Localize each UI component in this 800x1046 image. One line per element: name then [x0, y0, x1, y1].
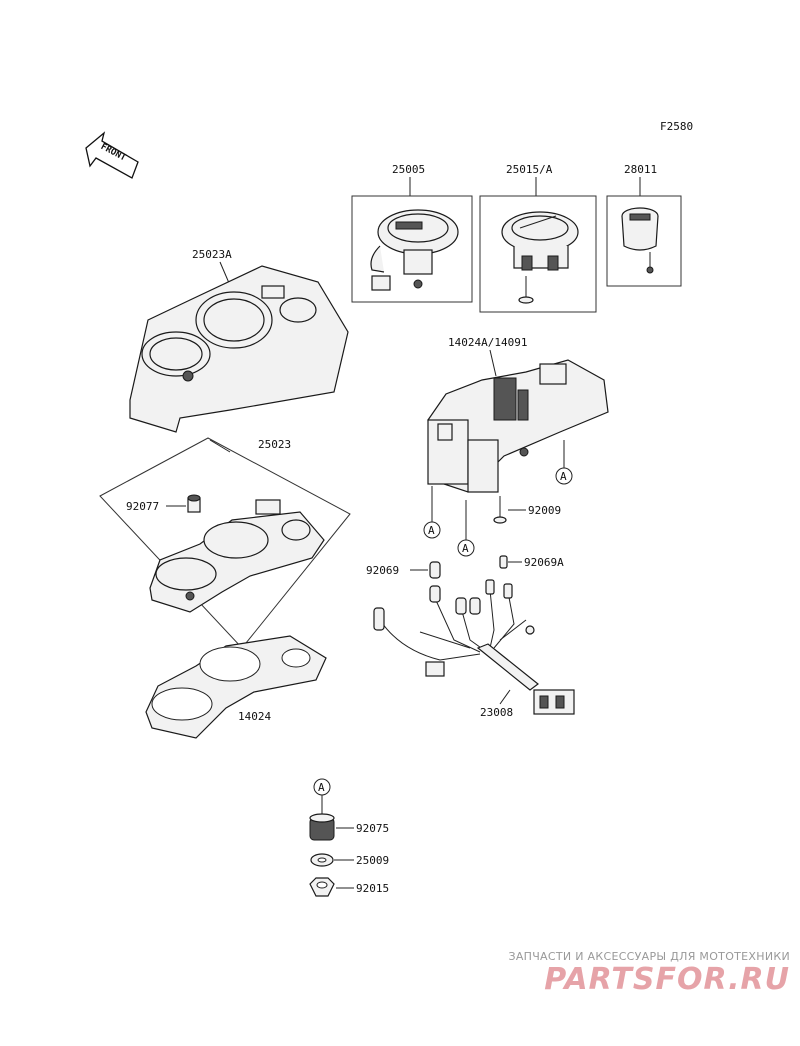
- callout-a-3-label: A: [560, 470, 567, 483]
- label-92077: 92077: [126, 500, 159, 513]
- box-28011: [606, 195, 682, 287]
- part-25009-collar: [310, 853, 334, 867]
- part-92075-rubber: [309, 813, 335, 841]
- callout-a-3: [555, 467, 573, 485]
- label-14024A: 14024A/14091: [448, 336, 527, 349]
- label-25005: 25005: [392, 163, 425, 176]
- label-92015: 92015: [356, 882, 389, 895]
- label-92075: 92075: [356, 822, 389, 835]
- part-92015-nut: [309, 877, 335, 897]
- callout-a-1: [423, 521, 441, 539]
- part-92009-screw: [493, 496, 507, 524]
- callout-a-2: [457, 539, 475, 557]
- label-92069: 92069: [366, 564, 399, 577]
- part-92069-bulb: [429, 561, 441, 579]
- part-25023-meter-assy: [149, 499, 325, 613]
- label-92069A: 92069A: [524, 556, 564, 569]
- callout-a-2-label: A: [462, 542, 469, 555]
- label-28011: 28011: [624, 163, 657, 176]
- part-14024A-case: [427, 359, 609, 493]
- watermark-tagline: ЗАПЧАСТИ И АКСЕССУАРЫ ДЛЯ МОТОТЕХНИКИ: [508, 950, 790, 963]
- label-25015A: 25015/A: [506, 163, 553, 176]
- callout-a-4-label: A: [318, 781, 325, 794]
- part-14024-gasket: [145, 635, 327, 739]
- box-25015A: [479, 195, 597, 313]
- watermark-logo: PARTSFOR.RU: [544, 962, 790, 997]
- part-28011-lamp: [621, 207, 659, 274]
- part-25023A-cover: [129, 265, 349, 433]
- label-23008: 23008: [480, 706, 513, 719]
- part-92077-grommet: [187, 494, 201, 513]
- label-25009: 25009: [356, 854, 389, 867]
- part-25015A-gauge: [501, 211, 579, 304]
- label-92009: 92009: [528, 504, 561, 517]
- label-14024: 14024: [238, 710, 271, 723]
- part-92069A-bulb: [499, 555, 508, 569]
- callout-a-1-label: A: [428, 524, 435, 537]
- label-25023A: 25023A: [192, 248, 232, 261]
- box-25005: [351, 195, 473, 303]
- part-25005-meter: [370, 209, 459, 291]
- label-25023: 25023: [258, 438, 291, 451]
- front-arrow-icon: FRONT: [85, 131, 139, 179]
- figure-code: F2580: [660, 120, 693, 133]
- part-23008-harness: [373, 579, 575, 715]
